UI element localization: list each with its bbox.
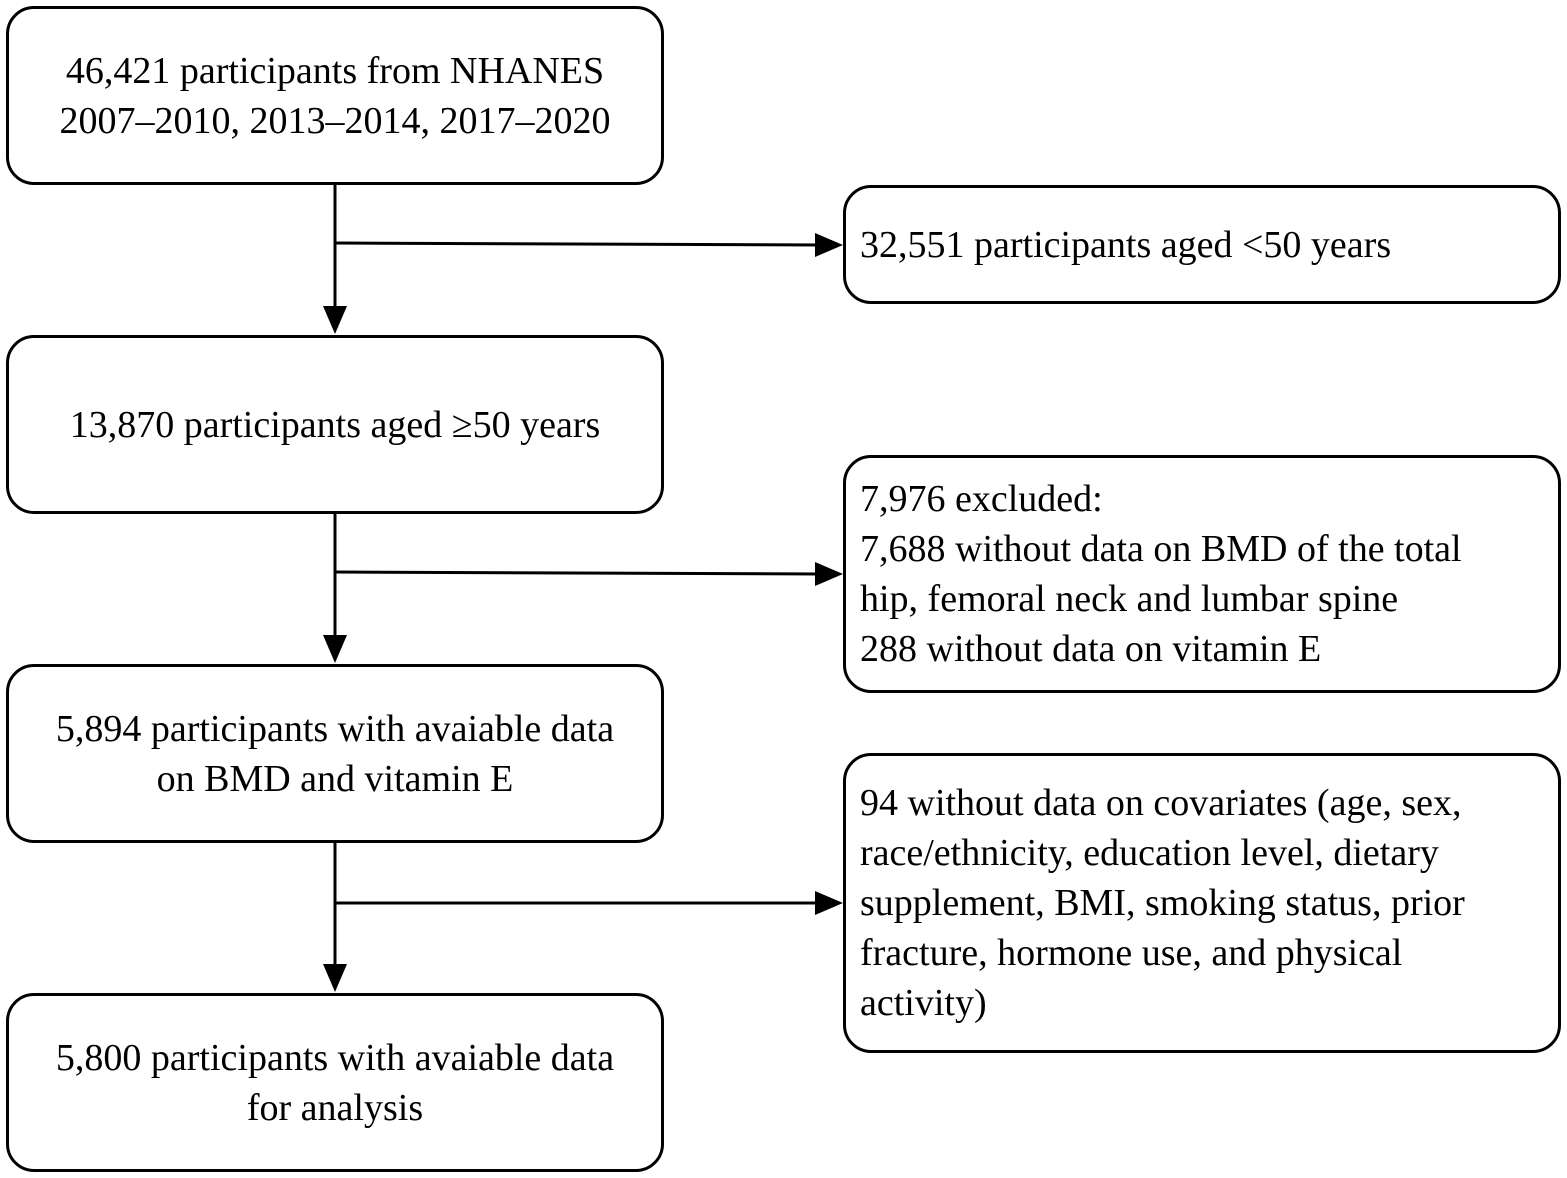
box-text-line: for analysis bbox=[246, 1086, 424, 1129]
box-text-line: 94 without data on covariates (age, sex, bbox=[860, 782, 1462, 824]
box-text-line: 2007–2010, 2013–2014, 2017–2020 bbox=[59, 99, 611, 142]
box-text-line: activity) bbox=[860, 982, 987, 1024]
box-text-line: 7,688 without data on BMD of the total bbox=[860, 528, 1462, 570]
arrowhead-right-icon bbox=[815, 233, 843, 257]
box-text-line: 5,800 participants with avaiable data bbox=[55, 1036, 615, 1079]
box-final-analysis: 5,800 participants with avaiable data fo… bbox=[6, 993, 664, 1172]
arrowhead-down-icon bbox=[323, 306, 347, 334]
arrowhead-right-icon bbox=[815, 891, 843, 915]
box-total-participants: 46,421 participants from NHANES 2007–201… bbox=[6, 6, 664, 185]
arrowhead-down-icon bbox=[323, 964, 347, 992]
box-text-line: 13,870 participants aged ≥50 years bbox=[69, 403, 601, 446]
box-text-line: hip, femoral neck and lumbar spine bbox=[860, 578, 1399, 620]
connector-line bbox=[334, 570, 823, 576]
box-text-line: fracture, hormone use, and physical bbox=[860, 932, 1403, 974]
arrowhead-down-icon bbox=[323, 635, 347, 663]
connector-line bbox=[334, 241, 823, 247]
box-text-line: on BMD and vitamin E bbox=[156, 757, 514, 800]
box-excluded-missing-covariates: 94 without data on covariates (age, sex,… bbox=[843, 753, 1561, 1053]
box-text-line: 32,551 participants aged <50 years bbox=[860, 223, 1392, 266]
box-text-line: supplement, BMI, smoking status, prior bbox=[860, 882, 1465, 924]
box-text-line: 288 without data on vitamin E bbox=[860, 628, 1322, 670]
box-excluded-missing-bmd-vitamin-e: 7,976 excluded: 7,688 without data on BM… bbox=[843, 455, 1561, 693]
box-aged-50-plus: 13,870 participants aged ≥50 years bbox=[6, 335, 664, 514]
arrowhead-right-icon bbox=[815, 562, 843, 586]
box-text-line: race/ethnicity, education level, dietary bbox=[860, 832, 1439, 874]
box-text-line: 7,976 excluded: bbox=[860, 478, 1103, 520]
box-excluded-under-50: 32,551 participants aged <50 years bbox=[843, 185, 1561, 304]
box-available-bmd-vitamin-e: 5,894 participants with avaiable data on… bbox=[6, 664, 664, 843]
box-text-line: 46,421 participants from NHANES bbox=[65, 49, 605, 92]
box-text-line: 5,894 participants with avaiable data bbox=[55, 707, 615, 750]
